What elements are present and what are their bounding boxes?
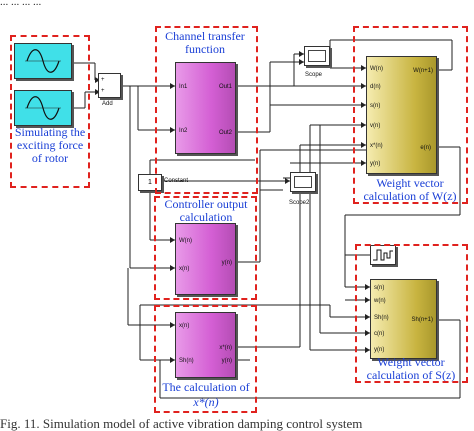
sine-wave-icon — [25, 96, 61, 120]
add-block[interactable]: + + — [98, 73, 121, 98]
constant-label: Constant — [164, 178, 189, 184]
scope-block[interactable] — [304, 46, 330, 66]
weight-s-port-in-3: c(n) — [374, 331, 385, 337]
figure-header-fragment: ... ... ... ... — [0, 0, 42, 8]
weight-w-annotation-region — [353, 26, 468, 204]
xstar-annotation-text-line1: The calculation of — [162, 380, 250, 394]
channel-port-out1: Out1 — [218, 84, 232, 90]
channel-port-in2: In2 — [179, 128, 188, 134]
weight-s-annotation-text-line2: calculation of S(z) — [366, 368, 456, 382]
controller-port-w: W(n) — [179, 238, 192, 244]
weight-w-port-in-4: x*(n) — [370, 143, 383, 149]
scope2-block[interactable] — [290, 172, 316, 192]
weight-w-port-out1: W(n+1) — [413, 68, 433, 74]
add-port-plus-2: + — [101, 88, 105, 94]
rotor-annotation-region — [10, 35, 90, 188]
weight-s-port-in-0: s(n) — [374, 285, 385, 291]
weight-w-annotation-text-line2: calculation of W(z) — [363, 189, 457, 203]
step-signal-icon — [373, 249, 393, 261]
controller-annotation-text: Controller output calculation — [164, 197, 248, 224]
controller-port-x: x(n) — [179, 266, 190, 272]
xstar-port-x: x(n) — [179, 323, 190, 329]
xstar-port-xs: x*(n) — [219, 345, 232, 351]
weight-w-port-in-5: y(n) — [370, 161, 381, 167]
scope-label: Scope — [305, 72, 323, 78]
rotor-annotation-text: Simulating the exciting force of rotor — [14, 125, 86, 165]
weight-w-port-out2: e(n) — [420, 145, 431, 151]
weight-w-port-in-1: d(n) — [370, 84, 381, 90]
weight-w-annotation-text-line1: Weight vector — [376, 176, 444, 190]
sine-wave-block-2[interactable] — [14, 90, 72, 126]
add-port-plus-1: + — [101, 77, 105, 83]
xstar-subsystem-block[interactable]: x(n) Sh(n) x*(n) y(n) — [175, 312, 236, 378]
weight-s-port-out1: Sh(n+1) — [411, 317, 433, 323]
xstar-annotation-text-line2: x*(n) — [193, 395, 219, 409]
weight-w-port-in-2: s(n) — [370, 103, 381, 109]
channel-port-in1: In1 — [179, 84, 188, 90]
weight-s-port-in-4: y(n) — [374, 347, 385, 353]
weight-w-subsystem-block[interactable]: W(n) d(n) s(n) v(n) x*(n) y(n) W(n+1) e(… — [366, 56, 437, 174]
sine-wave-block-1[interactable] — [14, 43, 72, 79]
xstar-port-y: y(n) — [221, 358, 232, 364]
weight-s-annotation-region — [355, 244, 468, 383]
figure-caption: Fig. 11. Simulation model of active vibr… — [0, 416, 363, 431]
scope2-label: Scope2 — [289, 200, 310, 206]
constant-value: 1 — [148, 179, 152, 186]
scope-screen-icon — [308, 50, 326, 62]
weight-w-port-in-3: v(n) — [370, 123, 381, 129]
controller-port-y: y(n) — [221, 260, 232, 266]
weight-s-port-in-1: w(n) — [374, 298, 386, 304]
channel-port-out2: Out2 — [218, 130, 232, 136]
channel-subsystem-block[interactable]: In1 In2 Out1 Out2 — [175, 62, 236, 154]
controller-subsystem-block[interactable]: W(n) x(n) y(n) — [175, 223, 236, 295]
controller-annotation-region — [154, 196, 257, 300]
add-label: Add — [102, 101, 113, 107]
weight-w-port-in-0: W(n) — [370, 66, 383, 72]
sine-wave-icon — [25, 49, 61, 73]
weight-s-annotation-text-line1: Weight vector — [377, 355, 445, 369]
xstar-port-sh: Sh(n) — [179, 358, 194, 364]
weight-s-subsystem-block[interactable]: s(n) w(n) Sh(n) c(n) y(n) Sh(n+1) — [370, 279, 437, 359]
channel-annotation-text: Channel transfer function — [165, 29, 245, 56]
xstar-annotation-region — [154, 305, 257, 413]
channel-annotation-region — [155, 26, 258, 194]
scope2-screen-icon — [294, 176, 312, 188]
weight-s-port-in-2: Sh(n) — [374, 315, 389, 321]
